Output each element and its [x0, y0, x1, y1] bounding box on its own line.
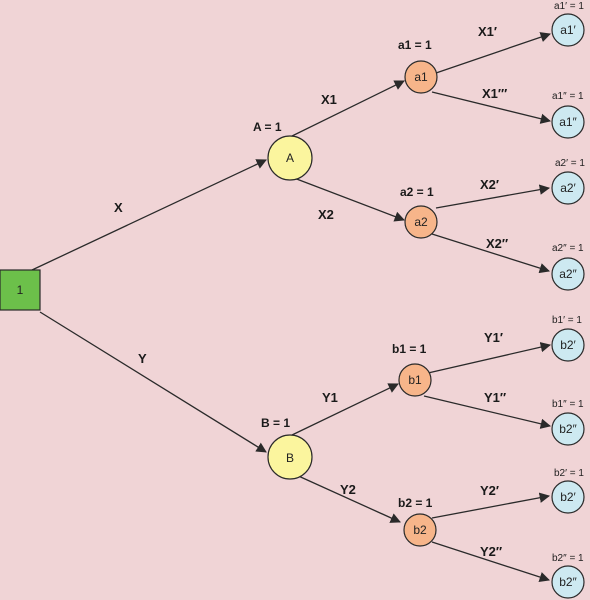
node-label-b1pp: b2″	[559, 422, 577, 436]
circle-b1	[398, 363, 432, 397]
node-B: B	[267, 434, 313, 480]
node-label-b1: b1	[408, 373, 422, 387]
edge-label-Y2: Y2	[340, 482, 356, 497]
node-label-b2pp: b2″	[559, 575, 577, 589]
value-label-a2pp: a2″ = 1	[552, 243, 584, 254]
circle-b1p	[551, 328, 585, 362]
node-b2p: b2′	[551, 480, 585, 514]
node-a2: a2	[404, 205, 438, 239]
edge-Y2p	[431, 492, 551, 519]
node-label-A: A	[286, 151, 294, 165]
node-b2: b2	[403, 513, 437, 547]
circle-a1pp	[551, 105, 585, 139]
edge-X2p	[435, 184, 551, 209]
node-label-a2: a2	[414, 215, 428, 229]
node-a1p: a1′	[551, 13, 585, 47]
circle-b2pp	[551, 565, 585, 599]
circle-B	[267, 434, 313, 480]
node-b1: b1	[398, 363, 432, 397]
node-a1: a1	[404, 60, 438, 94]
node-label-a2p: a2′	[560, 181, 576, 195]
node-label-a2pp: a2″	[559, 267, 577, 281]
edge-label-X1p: X1′	[478, 24, 497, 39]
node-label-b2p: b2′	[560, 490, 576, 504]
node-label-a1p: a1′	[560, 23, 576, 37]
edge-label-Y2p: Y2′	[480, 483, 499, 498]
edge-Y1	[291, 383, 399, 436]
value-label-b2p: b2′ = 1	[554, 468, 584, 479]
edge-Y2pp	[431, 541, 550, 583]
edge-X2pp	[431, 233, 550, 274]
node-label-B: B	[286, 451, 294, 465]
edge-label-Y: Y	[138, 351, 147, 366]
circle-a1p	[551, 13, 585, 47]
edge-label-X2p: X2′	[480, 177, 499, 192]
node-a2p: a2′	[551, 171, 585, 205]
value-label-A: A = 1	[253, 120, 282, 134]
circle-A	[267, 135, 313, 181]
circle-a2p	[551, 171, 585, 205]
edge-label-Y1: Y1	[322, 390, 338, 405]
edge-Y1p	[427, 342, 552, 374]
edge-label-Y1p: Y1′	[484, 330, 503, 345]
node-b1pp: b2″	[551, 412, 585, 446]
circle-a1	[404, 60, 438, 94]
edge-label-Y2pp: Y2′′	[480, 544, 502, 559]
circle-b2	[403, 513, 437, 547]
circle-b1pp	[551, 412, 585, 446]
edge-label-X: X	[114, 200, 123, 215]
edge-Y2	[293, 473, 401, 523]
value-label-a2p: a2′ = 1	[555, 158, 585, 169]
value-label-b2: b2 = 1	[398, 496, 433, 510]
value-label-b1p: b1′ = 1	[552, 315, 582, 326]
value-label-b1: b1 = 1	[392, 342, 427, 356]
node-label-b1p: b2′	[560, 338, 576, 352]
value-label-a1: a1 = 1	[398, 38, 432, 52]
edge-X1	[289, 80, 405, 138]
edge-Y	[39, 311, 267, 453]
value-label-B: B = 1	[261, 416, 290, 430]
edge-label-Y1pp: Y1′′	[484, 390, 506, 405]
edge-X1pp	[431, 91, 552, 124]
value-label-a1p: a1′ = 1	[554, 1, 584, 12]
node-label-a1: a1	[414, 70, 428, 84]
circle-a2pp	[551, 257, 585, 291]
node-label-a1pp: a1″	[559, 115, 577, 129]
edge-label-X2: X2	[318, 207, 334, 222]
edge-X1p	[435, 32, 551, 74]
value-label-a2: a2 = 1	[400, 185, 434, 199]
node-b1p: b2′	[551, 328, 585, 362]
node-A: A	[267, 135, 313, 181]
edge-X	[31, 159, 267, 271]
node-a2pp: a2″	[551, 257, 585, 291]
edge-Y1pp	[423, 395, 552, 429]
node-a1pp: a1″	[551, 105, 585, 139]
edge-X2	[293, 177, 405, 222]
edge-label-X2pp: X2′′	[486, 236, 508, 251]
node-label-root: 1	[17, 283, 24, 297]
value-label-b2pp: b2″ = 1	[552, 553, 584, 564]
edge-label-X1: X1	[321, 92, 337, 107]
circle-b2p	[551, 480, 585, 514]
node-label-b2: b2	[413, 523, 427, 537]
circle-a2	[404, 205, 438, 239]
value-label-a1pp: a1″ = 1	[552, 91, 584, 102]
root-square	[0, 269, 41, 311]
node-b2pp: b2″	[551, 565, 585, 599]
node-root: 1	[0, 269, 41, 311]
edge-label-X1pp: X1′′′	[482, 86, 507, 101]
value-label-b1pp: b1″ = 1	[552, 399, 584, 410]
